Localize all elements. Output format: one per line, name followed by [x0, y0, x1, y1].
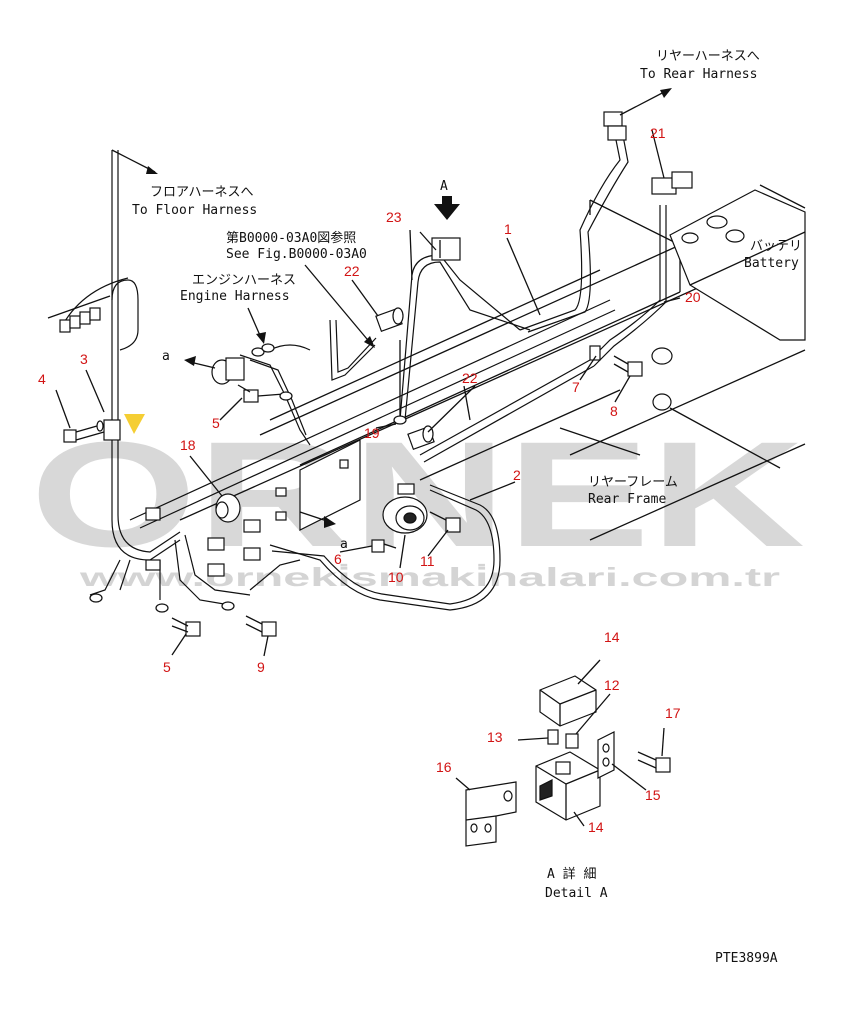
ref-a-label-1: a — [162, 349, 170, 364]
detail-a — [465, 675, 671, 847]
callout-17: 17 — [665, 705, 681, 721]
callout-16: 16 — [436, 759, 452, 775]
battery — [669, 184, 806, 341]
bolt-6 — [371, 539, 397, 553]
wiring-harness — [47, 119, 667, 611]
connector-21 — [651, 171, 693, 195]
callout-3: 3 — [80, 351, 88, 367]
callout-20: 20 — [685, 289, 701, 305]
connector-23 — [431, 237, 461, 261]
watermark-accent — [124, 414, 145, 434]
view-a-arrow-head — [434, 204, 460, 220]
floor-harness-en: To Floor Harness — [132, 203, 257, 218]
callout-19: 19 — [364, 425, 380, 441]
callout-5-lower: 5 — [163, 659, 171, 675]
bolt-4 — [63, 420, 105, 443]
grommet-lower — [652, 393, 672, 411]
relay-plate — [145, 439, 361, 577]
detail-a-en: Detail A — [545, 886, 608, 901]
bolt-5-upper — [237, 384, 285, 403]
rear-frame-jp: リヤーフレーム — [588, 475, 678, 490]
callout-numbers: 1 2 3 4 5 5 6 7 8 9 10 11 12 13 14 14 15… — [38, 125, 701, 835]
callout-14-lower: 14 — [588, 819, 604, 835]
callout-10: 10 — [388, 569, 404, 585]
ring-terminal-1 — [89, 593, 103, 603]
box-14 — [535, 751, 601, 821]
engine-harness-jp: エンジンハーネス — [192, 273, 296, 288]
detail-a-jp: A 詳 細 — [547, 866, 596, 882]
rear-frame — [179, 199, 806, 541]
fuse-13 — [547, 729, 559, 745]
see-fig-en: See Fig.B0000-03A0 — [226, 247, 367, 262]
ring-terminal-2 — [155, 603, 169, 613]
callout-6: 6 — [334, 551, 342, 567]
terminal-19 — [393, 340, 407, 425]
parts — [63, 111, 693, 637]
drawing-code: PTE3899A — [715, 951, 778, 966]
callout-2: 2 — [513, 467, 521, 483]
callout-11: 11 — [420, 553, 435, 569]
battery-en: Battery — [744, 256, 799, 271]
see-fig-jp: 第B0000-03A0図参照 — [226, 230, 356, 246]
bolt-9 — [245, 615, 277, 637]
clamp-7 — [589, 345, 601, 361]
rear-harness-en: To Rear Harness — [640, 67, 757, 82]
switch-10 — [382, 483, 428, 534]
callout-14-upper: 14 — [604, 629, 620, 645]
connector-rear — [603, 111, 627, 141]
bracket-16 — [465, 781, 517, 847]
bracket-15 — [597, 731, 615, 779]
callout-12: 12 — [604, 677, 620, 693]
battery-jp: バッテリ — [750, 239, 802, 254]
bolt-17 — [637, 751, 671, 773]
engine-harness-en: Engine Harness — [180, 289, 290, 304]
connector-3 — [47, 295, 111, 333]
callout-4: 4 — [38, 371, 46, 387]
ring-terminal-4 — [279, 391, 293, 401]
cap-22-upper — [375, 307, 404, 333]
callout-9: 9 — [257, 659, 265, 675]
watermark-url: www.orneki̇smaki̇nalari.com.tr — [78, 562, 780, 592]
bolt-8 — [613, 355, 643, 377]
bolt-5-lower — [171, 617, 201, 637]
callout-22-upper: 22 — [344, 263, 360, 279]
floor-harness-jp: フロアハーネスへ — [150, 185, 253, 200]
engine-connector — [211, 343, 275, 385]
text-labels: リヤーハーネスへ To Rear Harness フロアハーネスへ To Flo… — [132, 49, 802, 966]
ref-a-label-2: a — [340, 537, 348, 552]
callout-1: 1 — [504, 221, 512, 237]
ring-terminal-3 — [221, 601, 235, 611]
callout-15: 15 — [645, 787, 661, 803]
grommet-18 — [215, 493, 241, 523]
callout-18: 18 — [180, 437, 196, 453]
callout-13: 13 — [487, 729, 503, 745]
view-a-arrow-stem — [442, 196, 452, 206]
callout-7: 7 — [572, 379, 580, 395]
grommet-upper — [651, 347, 673, 365]
bolt-11 — [429, 511, 461, 533]
callout-8: 8 — [610, 403, 618, 419]
leader-lines — [55, 88, 781, 827]
rear-frame-en: Rear Frame — [588, 492, 666, 507]
see-fig-harness — [329, 319, 376, 381]
callout-21: 21 — [650, 125, 666, 141]
fuse-12 — [565, 733, 579, 749]
callout-22-lower: 22 — [462, 370, 478, 386]
callout-23: 23 — [386, 209, 402, 225]
callout-5-upper: 5 — [212, 415, 220, 431]
view-a-label: A — [440, 179, 448, 194]
rear-harness-jp: リヤーハーネスへ — [656, 49, 760, 64]
